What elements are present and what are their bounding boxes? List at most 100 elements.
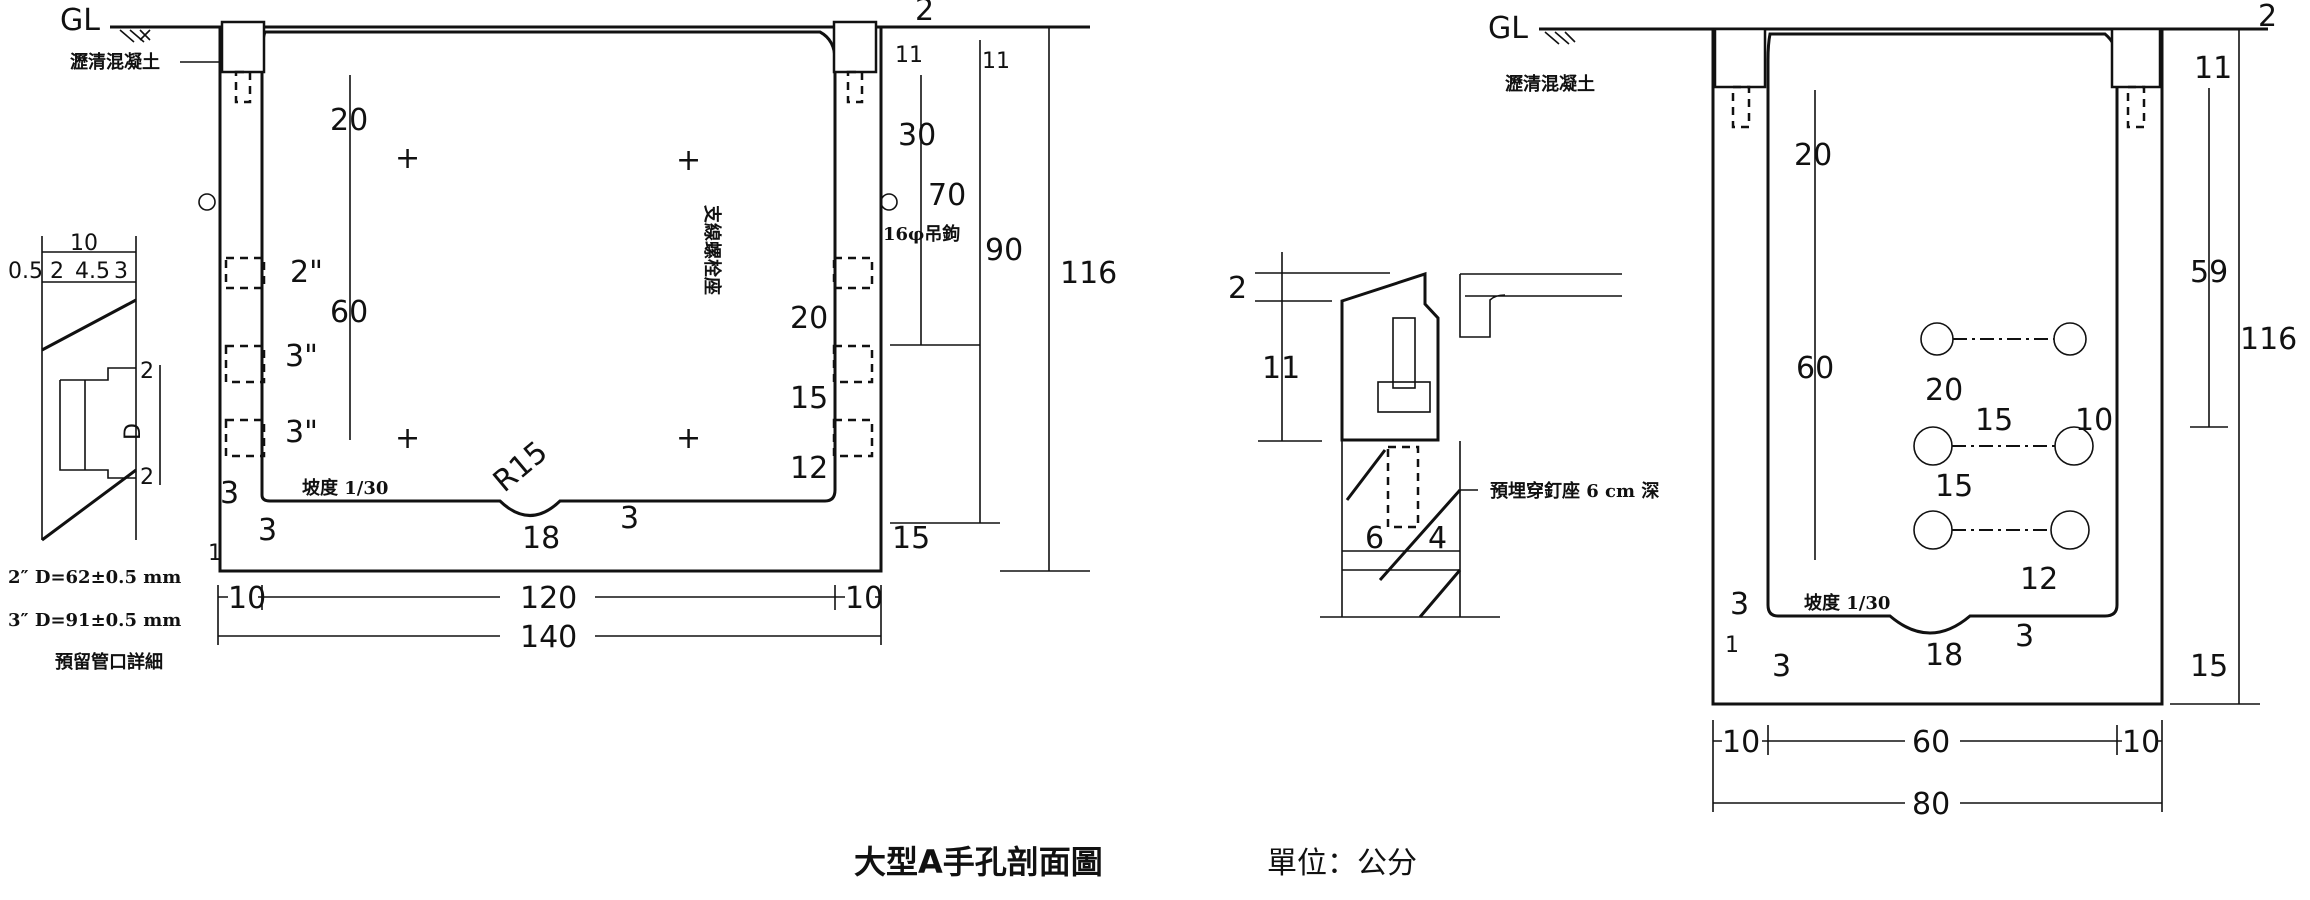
dim-116: 116 [1060, 256, 1117, 291]
svg-text:+: + [395, 141, 420, 176]
slope-label: 坡度 1/30 [1804, 592, 1890, 614]
gl-label: GL [60, 3, 100, 38]
collar-right [2110, 27, 2162, 89]
outer-wall [1711, 29, 2164, 706]
dim-20: 20 [1925, 373, 1963, 408]
nut-icon [1377, 381, 1431, 413]
svg-text:+: + [395, 421, 420, 456]
note-3in: 3″ D=91±0.5 mm [8, 610, 181, 631]
dim-4-5: 4.5 [75, 259, 110, 284]
dim-30: 30 [898, 118, 936, 153]
dim-140: 140 [520, 620, 577, 655]
dim-20: 20 [790, 301, 828, 336]
radius-label: R15 [487, 435, 555, 500]
dim-60: 60 [1796, 351, 1834, 386]
dim-6: 6 [1365, 521, 1384, 556]
dim-59: 59 [2190, 255, 2228, 290]
dim-15: 15 [2190, 649, 2228, 684]
dim-2: 2 [50, 259, 64, 284]
pipe-opening-detail: 10 0.5 2 4.5 3 2 D 2 2″ D=62±0.5 mm 3″ D… [8, 231, 181, 673]
conduit-holes [1913, 322, 2094, 550]
dim-10: 10 [2075, 403, 2113, 438]
dim-2: 2 [140, 465, 154, 490]
dim-12: 12 [790, 451, 828, 486]
dim-20: 20 [330, 103, 368, 138]
dim-1: 1 [208, 541, 222, 566]
unit-label: 單位：公分 [1267, 846, 1417, 881]
dim-11: 11 [895, 43, 923, 68]
note-2in: 2″ D=62±0.5 mm [8, 567, 181, 588]
outer-wall [218, 27, 883, 573]
dim-1: 1 [1725, 633, 1739, 658]
dim-2: 2 [915, 0, 934, 28]
ground-hatch-icon [119, 29, 151, 43]
pipe-3in-label: 3" [285, 339, 318, 374]
dim-3: 3 [114, 259, 128, 284]
dim-15: 15 [892, 521, 930, 556]
hook-right-icon [880, 193, 898, 211]
collar-left [1713, 27, 1767, 89]
dim-60: 60 [1912, 725, 1950, 760]
svg-text:+: + [676, 143, 701, 178]
svg-text:+: + [676, 421, 701, 456]
pipe-2in-label: 2" [290, 255, 323, 290]
dim-10: 10 [1722, 725, 1760, 760]
hook-left-icon [198, 193, 216, 211]
dim-18: 18 [522, 521, 560, 556]
ground-hatch-icon [1544, 31, 1576, 45]
dim-11: 11 [982, 49, 1010, 74]
dim-70: 70 [928, 178, 966, 213]
inner-cavity [1766, 32, 2119, 635]
dim-10: 10 [70, 231, 98, 256]
dim-120: 120 [520, 581, 577, 616]
dim-90: 90 [985, 233, 1023, 268]
collar-left [220, 20, 266, 74]
conduit-hole [1913, 426, 1953, 466]
dim-0-5: 0.5 [8, 259, 43, 284]
dim-10: 10 [845, 581, 883, 616]
dim-11: 11 [1262, 351, 1300, 386]
dim-60: 60 [330, 295, 368, 330]
right-section: GL 瀝清混凝土 2 11 59 116 20 60 20 15 10 15 [1488, 0, 2297, 822]
hook-label: 16φ吊鉤 [883, 223, 960, 245]
dim-15: 15 [1935, 469, 1973, 504]
conduit-hole [1920, 322, 1954, 356]
conduit-hole [2053, 322, 2087, 356]
dim-3: 3 [220, 476, 239, 511]
dim-11: 11 [2194, 51, 2232, 86]
dim-2: 2 [2258, 0, 2277, 34]
conduit-hole [1913, 510, 1953, 550]
dim-2: 2 [140, 359, 154, 384]
asphalt-label: 瀝清混凝土 [70, 51, 160, 73]
dim-3: 3 [2015, 619, 2034, 654]
asphalt-label: 瀝清混凝土 [1505, 73, 1595, 95]
dim-20: 20 [1794, 138, 1832, 173]
dim-3: 3 [258, 513, 277, 548]
dim-80: 80 [1912, 787, 1950, 822]
pipe-3in-label: 3" [285, 415, 318, 450]
conduit-hole [2050, 510, 2090, 550]
collar-right [832, 20, 878, 74]
dim-3: 3 [620, 501, 639, 536]
dim-116: 116 [2240, 322, 2297, 357]
dim-15: 15 [790, 381, 828, 416]
dim-12: 12 [2020, 562, 2058, 597]
dim-4: 4 [1428, 521, 1447, 556]
dim-3: 3 [1772, 649, 1791, 684]
gl-label: GL [1488, 11, 1528, 46]
bolt-icon [1392, 317, 1416, 389]
dim-10: 10 [228, 581, 266, 616]
dim-2: 2 [1228, 271, 1247, 306]
pipe-detail-caption: 預留管口詳細 [55, 651, 163, 673]
dim-d: D [121, 423, 146, 440]
bolt-seat-detail: 2 11 預埋穿釘座 6 cm 深 6 4 [1228, 252, 1659, 618]
bolt-seat-label: 支線螺栓座 [701, 204, 723, 295]
dim-3: 3 [1730, 587, 1749, 622]
dim-15: 15 [1975, 403, 2013, 438]
bolt-seat-note: 預埋穿釘座 6 cm 深 [1490, 480, 1659, 502]
dim-10: 10 [2122, 725, 2160, 760]
slope-label: 坡度 1/30 [302, 477, 388, 499]
left-section: GL 瀝清混凝土 2" 3" 3" 2 116 90 70 11 11 30 1… [60, 0, 1117, 655]
dim-18: 18 [1925, 638, 1963, 673]
